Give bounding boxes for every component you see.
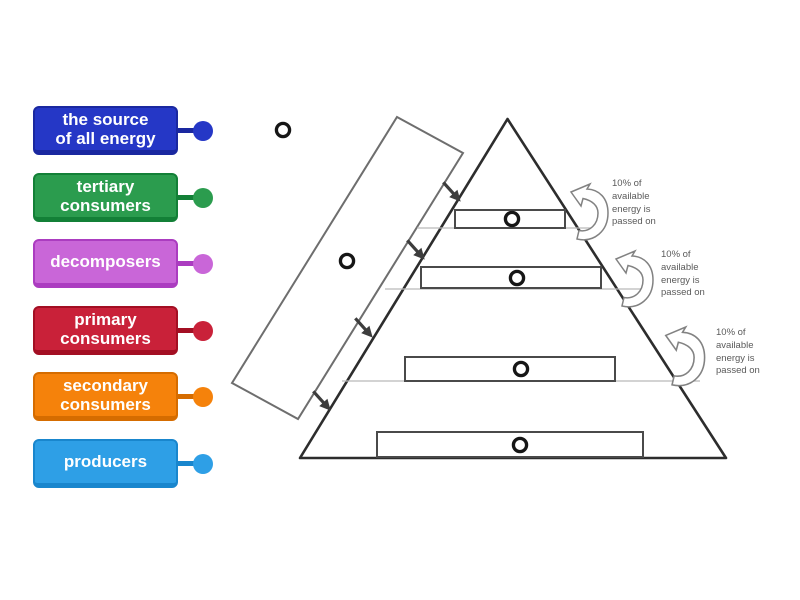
energy-note: 10% of available energy is passed on — [661, 249, 705, 299]
energy-transfer-arrow — [615, 250, 654, 308]
connector-stem — [176, 328, 197, 333]
answer-box-level-2 — [404, 356, 616, 382]
connector-stem — [176, 261, 197, 266]
flow-arrow — [307, 386, 337, 416]
label-row: decomposers — [33, 239, 218, 288]
label-row: primary consumers — [33, 306, 218, 355]
label-row: the source of all energy — [33, 106, 218, 155]
label-chip-producers[interactable]: producers — [33, 439, 178, 488]
drop-point-level-1-base[interactable] — [511, 436, 529, 454]
connector-stem — [176, 128, 197, 133]
drop-point-floating-top[interactable] — [274, 121, 292, 139]
label-text: secondary consumers — [60, 375, 151, 414]
label-text: the source of all energy — [55, 109, 156, 148]
label-chip-the-source-of-all-energy[interactable]: the source of all energy — [33, 106, 178, 155]
label-chip-decomposers[interactable]: decomposers — [33, 239, 178, 288]
connector-dot — [193, 187, 213, 208]
label-text: producers — [63, 452, 148, 472]
answer-box-level-1-base — [376, 431, 644, 458]
label-text: decomposers — [50, 252, 161, 272]
label-chip-secondary-consumers[interactable]: secondary consumers — [33, 372, 178, 421]
label-row: secondary consumers — [33, 372, 218, 421]
connector-dot — [193, 120, 213, 141]
connector-stem — [176, 195, 197, 200]
connector-dot — [193, 453, 213, 474]
connector-dot — [193, 253, 213, 274]
energy-note: 10% of available energy is passed on — [612, 178, 656, 228]
energy-transfer-arrow — [570, 183, 609, 241]
label-text: primary consumers — [60, 309, 151, 348]
drop-point-energy-input-box[interactable] — [338, 252, 356, 270]
drop-point-level-4-top[interactable] — [503, 210, 521, 228]
label-text: tertiary consumers — [60, 176, 151, 215]
flow-arrow — [401, 235, 431, 265]
connector-stem — [176, 394, 197, 399]
label-row: producers — [33, 439, 218, 488]
connector-stem — [176, 461, 197, 466]
drop-point-level-3[interactable] — [508, 269, 526, 287]
connector-dot — [193, 386, 213, 407]
flow-arrow — [437, 177, 467, 207]
energy-note: 10% of available energy is passed on — [716, 327, 760, 377]
label-chip-tertiary-consumers[interactable]: tertiary consumers — [33, 173, 178, 222]
label-chip-primary-consumers[interactable]: primary consumers — [33, 306, 178, 355]
label-row: tertiary consumers — [33, 173, 218, 222]
energy-transfer-arrow — [664, 326, 706, 387]
drop-point-level-2[interactable] — [512, 360, 530, 378]
connector-dot — [193, 320, 213, 341]
